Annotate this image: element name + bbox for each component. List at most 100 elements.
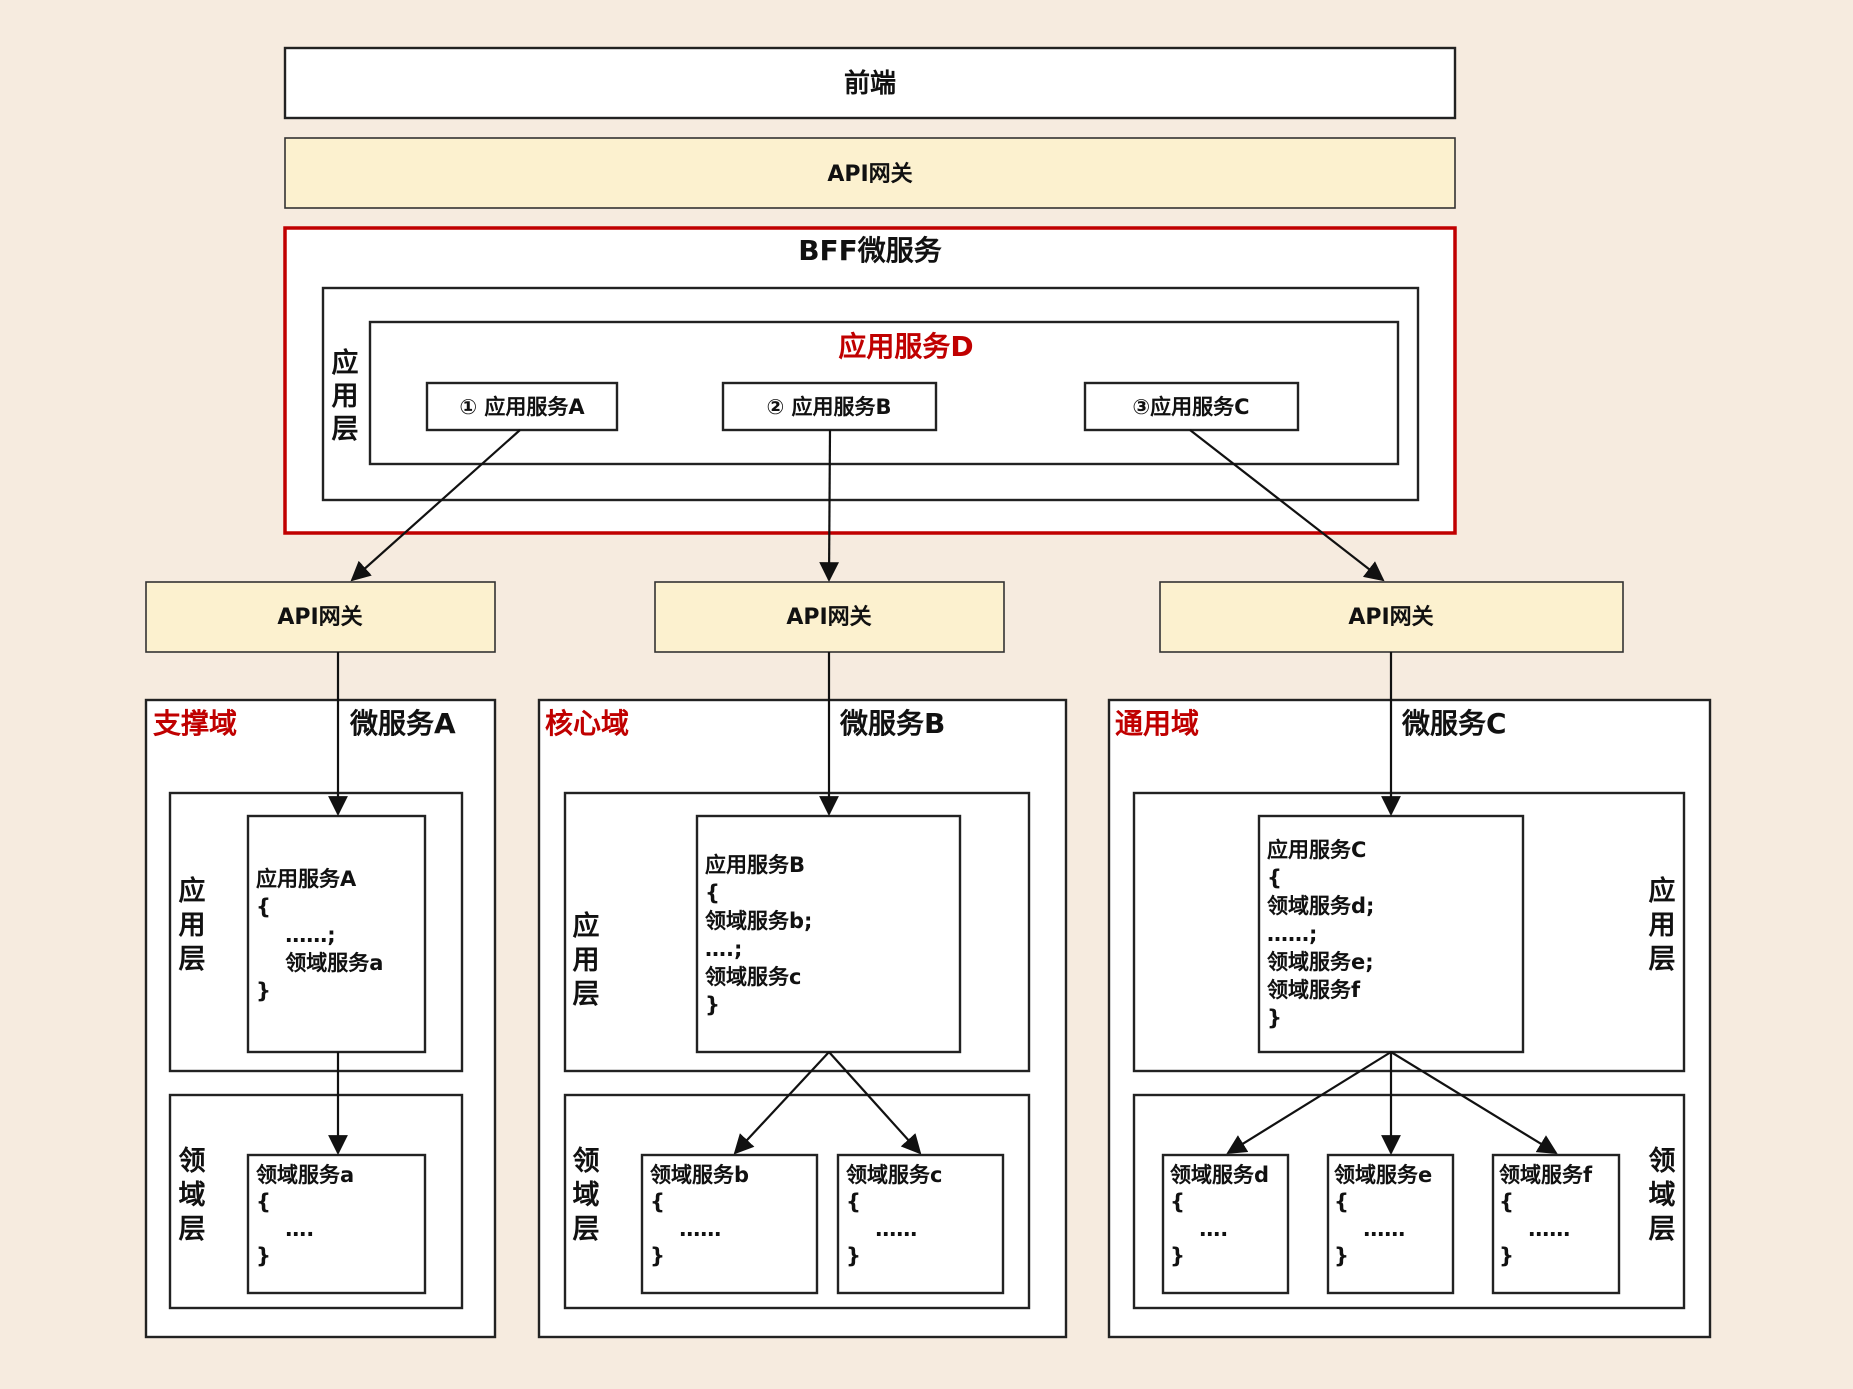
text-line: 领域服务e; [1267, 950, 1374, 974]
text-line: 领域服务c [705, 965, 801, 989]
text-line: 用 [332, 381, 359, 412]
b-application-layer-label: 应用层 [573, 910, 600, 1010]
a-domain-service-a-box [246, 1153, 427, 1295]
text-line: 应 [179, 875, 206, 907]
text-line: 层 [179, 944, 206, 975]
text-line: } [1334, 1244, 1349, 1268]
a-app-service-code: 应用服务A{ ……; 领域服务a} [256, 867, 383, 1003]
text-line: 应 [573, 910, 600, 942]
bff-call-a-label: ① 应用服务A [459, 395, 585, 419]
text-line: 层 [573, 1214, 600, 1245]
domain-service-a-code: 领域服务a{ ….} [256, 1163, 354, 1268]
text-line: 领域服务a [256, 1163, 354, 1187]
text-line: …… [846, 1217, 917, 1241]
text-line: 应 [1649, 875, 1676, 907]
bff-call-b-label: ② 应用服务B [766, 395, 891, 419]
text-line: { [650, 1190, 665, 1214]
text-line: …. [1170, 1217, 1228, 1241]
text-line: } [1267, 1006, 1282, 1030]
c-domain-service-d-box [1161, 1153, 1290, 1295]
bff-call-c-label: ③应用服务C [1132, 395, 1249, 419]
c-application-layer-label: 应用层 [1649, 875, 1676, 975]
c-domain-layer-label: 领域层 [1649, 1146, 1676, 1245]
frontend-box [283, 46, 1457, 120]
a-app-service-box [246, 814, 427, 1054]
text-line: 用 [179, 910, 206, 941]
arrow-bff-to-gateway-c [1189, 429, 1385, 582]
b-domain-layer-label: 领域层 [573, 1146, 600, 1245]
bff-title: BFF微服务 [798, 234, 942, 267]
text-line: { [256, 1190, 271, 1214]
gateway-a-box [145, 581, 496, 653]
a-domain-layer-label: 领域层 [179, 1146, 206, 1245]
text-line: { [1267, 866, 1282, 890]
text-line: 用 [573, 945, 600, 976]
arrow-bff-to-gateway-a [350, 429, 521, 582]
microservice-c-title: 微服务C [1401, 707, 1507, 740]
gateway-b-box [654, 581, 1005, 653]
text-line: } [650, 1244, 665, 1268]
arrow-bff-to-gateway-b [819, 429, 840, 582]
text-line: 领域服务b [650, 1163, 749, 1187]
text-line: …… [1499, 1217, 1570, 1241]
text-line: { [1499, 1190, 1514, 1214]
text-line: { [1334, 1190, 1349, 1214]
text-line: …… [1334, 1217, 1405, 1241]
arrow-app-c-to-domain-d [1226, 1051, 1392, 1155]
text-line: 领域服务d; [1267, 894, 1374, 918]
arrow-app-b-to-domain-b [733, 1051, 830, 1155]
text-line: { [1170, 1190, 1185, 1214]
text-line: 层 [1649, 1214, 1676, 1245]
domain-b-label: 核心域 [545, 707, 629, 740]
text-line: 用 [1649, 910, 1676, 941]
text-line: 领域服务a [256, 951, 383, 975]
text-line: 层 [179, 1214, 206, 1245]
text-line: 领 [573, 1146, 600, 1177]
domain-c-label: 通用域 [1115, 707, 1199, 740]
text-line: } [705, 993, 720, 1017]
top-api-gateway-box [284, 137, 1456, 209]
text-line: 领域服务d [1170, 1163, 1269, 1187]
text-line: ….; [705, 937, 742, 961]
text-line: } [846, 1244, 861, 1268]
text-line: …. [256, 1217, 314, 1241]
text-line: 领域服务b; [705, 909, 812, 933]
text-line: 层 [1649, 944, 1676, 975]
text-line: 层 [332, 414, 359, 445]
domain-service-c-code: 领域服务c{ ……} [846, 1163, 942, 1268]
text-line: } [1170, 1244, 1185, 1268]
text-line: { [705, 881, 720, 905]
bff-call-c-box [1083, 381, 1300, 432]
b-app-service-box [695, 814, 962, 1054]
text-line: 领域服务f [1267, 978, 1361, 1002]
arrow-app-b-to-domain-c [828, 1051, 922, 1155]
gateway-b-label: API网关 [786, 605, 871, 630]
c-domain-service-e-box [1326, 1153, 1455, 1295]
domain-service-f-code: 领域服务f { ……} [1499, 1163, 1593, 1268]
text-line: 层 [573, 979, 600, 1010]
microservice-a-title: 微服务A [349, 707, 456, 740]
b-app-service-code: 应用服务B{领域服务b;….;领域服务c} [705, 853, 812, 1017]
domain-service-d-code: 领域服务d { ….} [1170, 1163, 1269, 1268]
text-line: 领域服务e [1334, 1163, 1432, 1187]
bff-application-layer-label: 应用层 [332, 347, 359, 445]
text-line: { [846, 1190, 861, 1214]
b-domain-service-b-box [640, 1153, 819, 1295]
text-line: 领 [179, 1146, 206, 1177]
text-line: } [1499, 1244, 1514, 1268]
gateway-c-label: API网关 [1348, 605, 1433, 630]
gateway-a-label: API网关 [277, 605, 362, 630]
arrow-app-c-to-domain-f [1390, 1051, 1558, 1155]
text-line: 领 [1649, 1146, 1676, 1177]
text-line: 领域服务f [1499, 1163, 1593, 1187]
b-domain-service-c-box [836, 1153, 1005, 1295]
app-service-d-title: 应用服务D [838, 330, 973, 363]
text-line: ……; [256, 923, 336, 947]
text-line: } [256, 979, 271, 1003]
text-line: …… [650, 1217, 721, 1241]
text-line: 域 [1649, 1180, 1676, 1211]
frontend-label: 前端 [844, 68, 896, 99]
text-line: { [256, 895, 271, 919]
text-line: 应用服务C [1267, 838, 1366, 862]
